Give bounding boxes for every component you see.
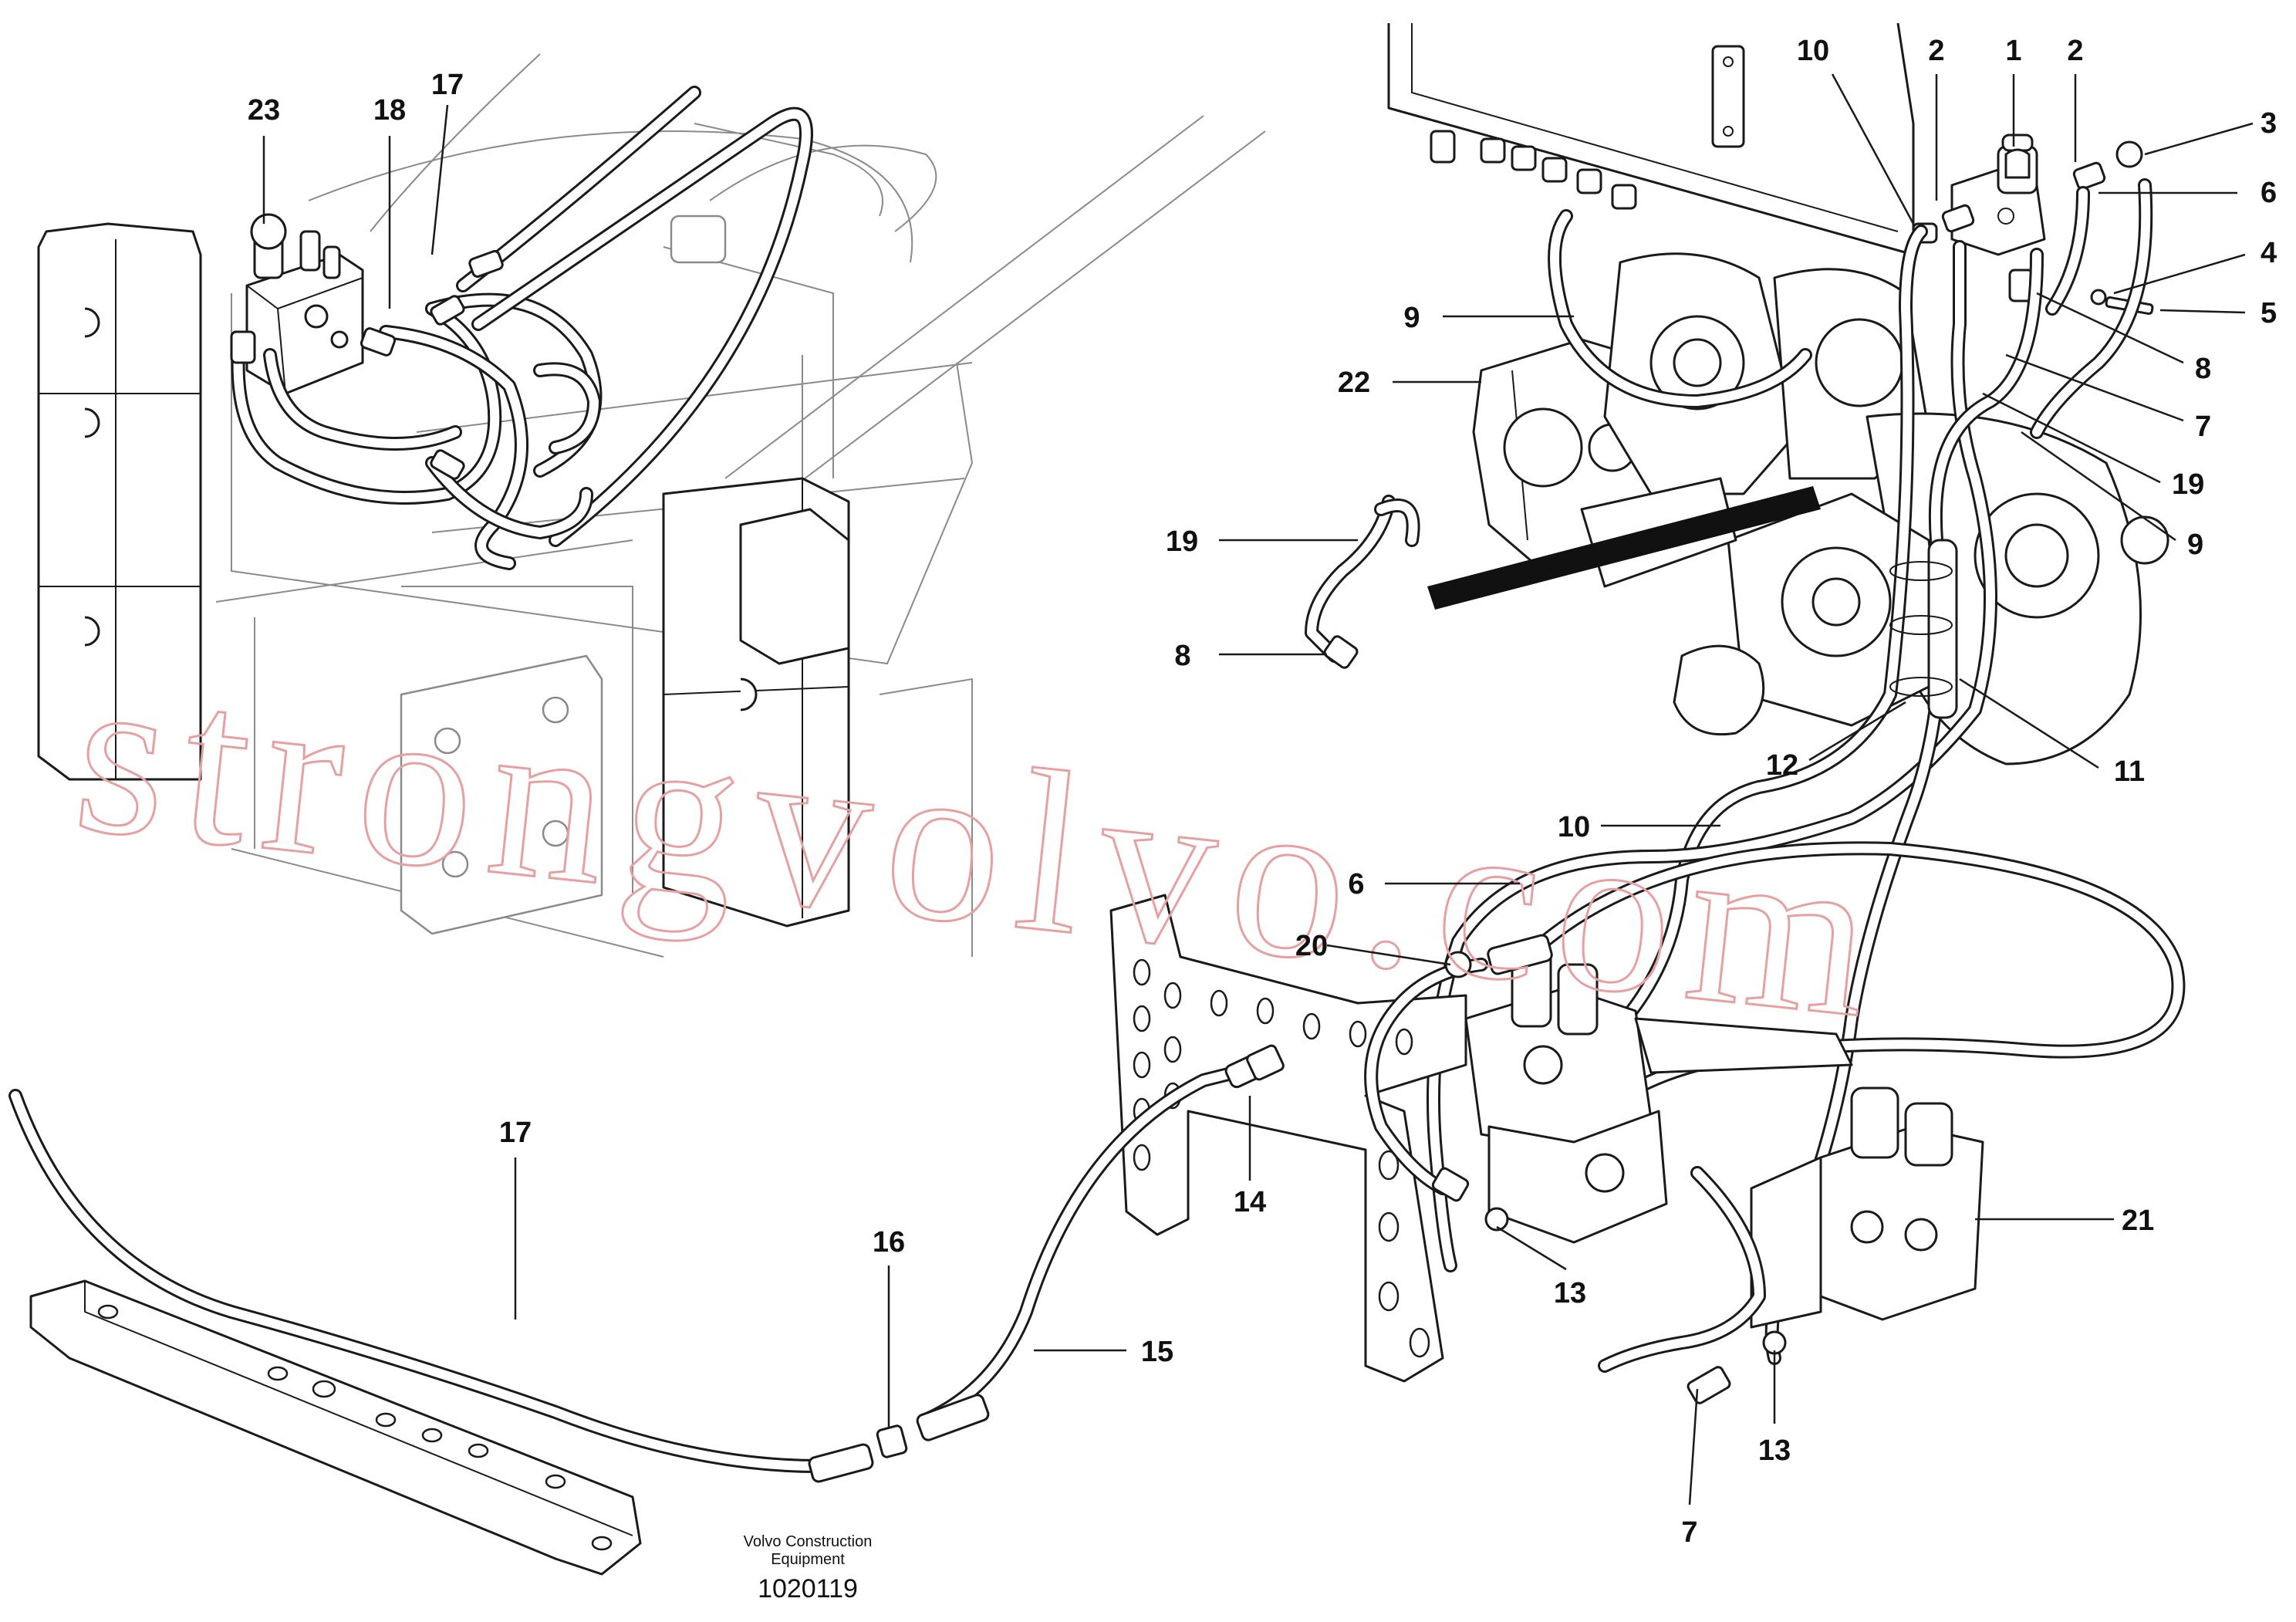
company-name-line2: Equipment [771,1551,845,1568]
company-name-line1: Volvo Construction [744,1533,873,1550]
pump-motor-assembly [1387,22,2169,765]
callout-19: 19 [1166,525,1198,558]
callout-21: 21 [2122,1205,2154,1237]
detail-hose-19 [1305,495,1420,669]
callout-7: 7 [1681,1516,1697,1549]
callout-16: 16 [873,1226,905,1259]
callout-18: 18 [373,94,406,127]
callout-17: 17 [431,69,464,101]
lower-assembly [8,894,1984,1576]
callout-13: 13 [1554,1277,1586,1309]
callout-labels: 23 18 17 10 2 1 2 3 6 4 5 8 7 19 9 9 22 … [248,35,2277,1549]
callout-9: 9 [2187,529,2203,561]
callout-4: 4 [2261,237,2277,269]
callout-23: 23 [248,94,280,127]
callout-6: 6 [2261,177,2277,209]
callout-12: 12 [1766,749,1798,782]
callout-11: 11 [2114,755,2145,788]
drawing-number: 1020119 [758,1574,858,1603]
left-hoses [230,86,813,570]
callout-1: 1 [2005,35,2021,67]
callout-10: 10 [1797,35,1829,67]
callout-6: 6 [1348,868,1364,901]
direction-arrow [1427,486,1821,610]
callout-13: 13 [1758,1434,1791,1467]
callout-19: 19 [2172,468,2204,501]
callout-17: 17 [499,1117,532,1149]
callout-2: 2 [2067,35,2083,67]
callout-15: 15 [1141,1336,1173,1368]
callout-9: 9 [1403,302,1420,334]
callout-8: 8 [1174,640,1190,672]
callout-7: 7 [2195,411,2211,443]
callout-8: 8 [2195,353,2211,385]
callout-5: 5 [2261,297,2277,329]
leader-lines [262,73,2254,1505]
callout-10: 10 [1558,811,1590,843]
callout-2: 2 [1928,35,1944,67]
callout-20: 20 [1295,930,1328,962]
callout-22: 22 [1338,367,1370,399]
drawing-footer: Volvo Construction Equipment 1020119 [744,1533,873,1603]
watermark-text: strongvolvo.com [66,623,1899,1068]
callout-14: 14 [1234,1186,1266,1218]
callout-3: 3 [2261,107,2277,140]
left-frame-assembly [37,53,1266,958]
